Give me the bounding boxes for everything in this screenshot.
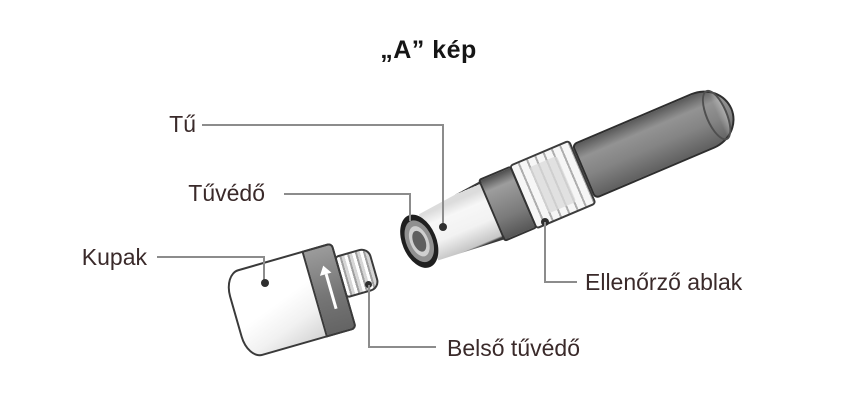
cap-leader-line-h [157, 256, 265, 258]
needle-shield-leader-line-v [409, 193, 411, 221]
inspection-window-glass [529, 155, 577, 214]
up-arrow-icon [316, 263, 344, 318]
cap-leader-line-v [263, 256, 265, 282]
label-needle: Tű [169, 111, 196, 137]
needle-anchor-dot [439, 223, 447, 231]
diagram-title: „A” kép [380, 36, 477, 64]
inner-needle-shield-leader-line-v [368, 285, 370, 348]
label-inspection-window: Ellenőrző ablak [585, 269, 743, 295]
cap-anchor-dot [261, 279, 269, 287]
inner-needle-shield-anchor-dot [365, 281, 372, 288]
needle-leader-line-h [202, 124, 444, 126]
label-cap: Kupak [81, 244, 147, 270]
inner-needle-shield-leader-line-h [368, 346, 436, 348]
label-needle-shield: Tűvédő [188, 180, 265, 206]
label-inner-needle-shield: Belső tűvédő [447, 335, 580, 361]
needle-leader-line-v [442, 124, 444, 224]
needle-shield-leader-line-h [284, 193, 411, 195]
inspection-window-leader-line-v [544, 222, 546, 283]
inspection-window-leader-line-h [544, 281, 577, 283]
